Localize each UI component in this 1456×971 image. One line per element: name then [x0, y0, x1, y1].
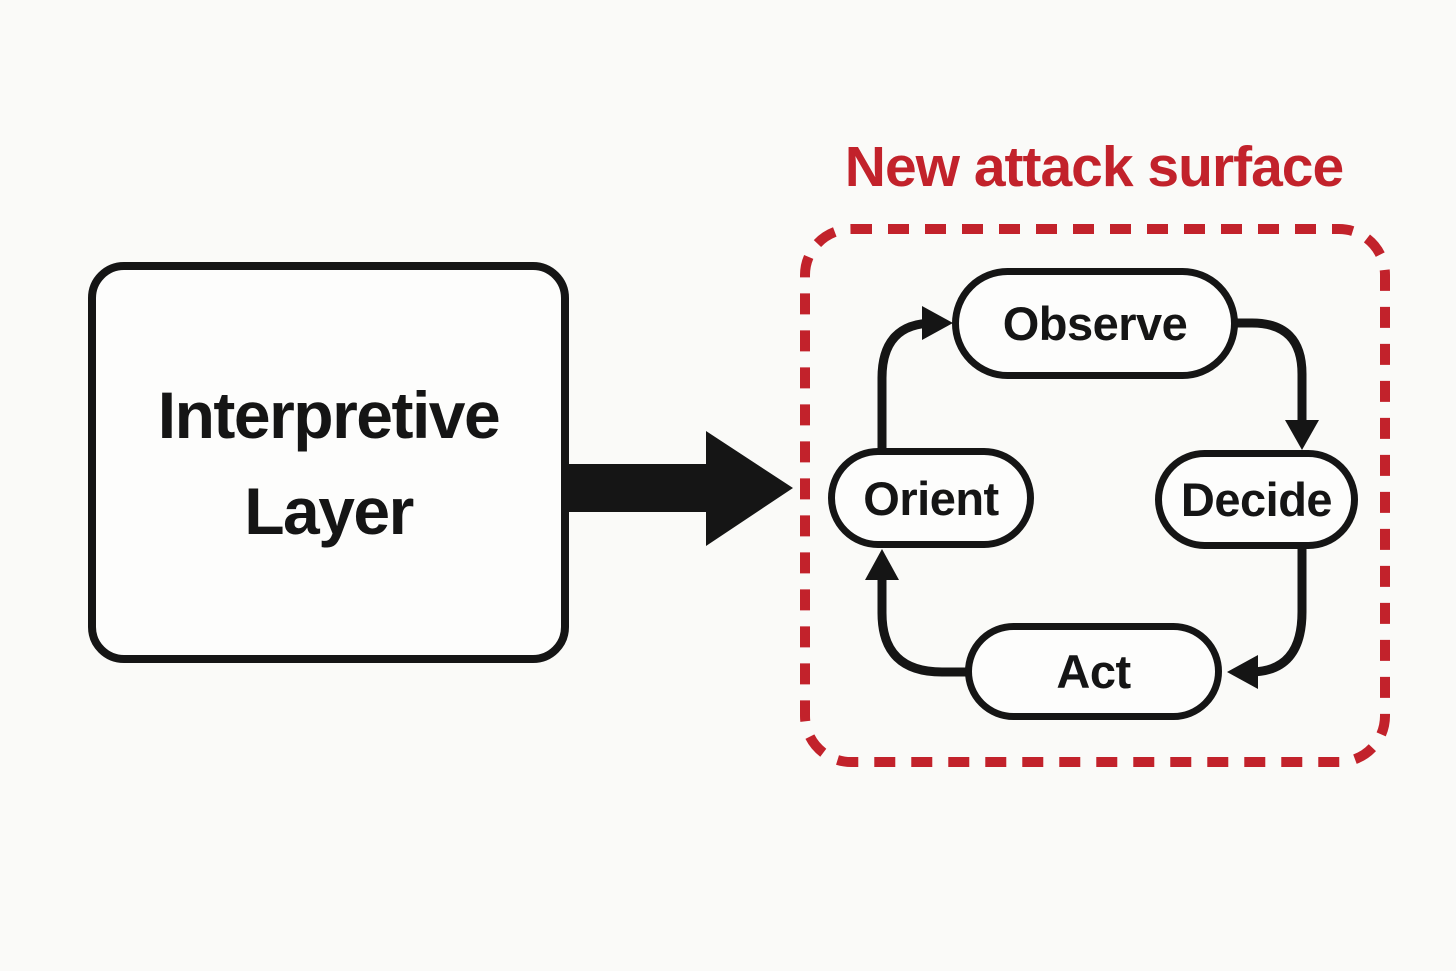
loop-node-observe-label: Observe: [1002, 297, 1188, 350]
loop-node-observe: Observe: [952, 268, 1238, 379]
edge-orient-to-observe: [877, 306, 953, 470]
loop-node-orient: Orient: [828, 448, 1034, 548]
loop-node-decide: Decide: [1155, 450, 1358, 549]
edge-observe-to-decide: [1234, 318, 1319, 450]
attack-surface-title: New attack surface: [844, 135, 1344, 199]
loop-node-act-label: Act: [1056, 645, 1131, 698]
flow-arrow-icon: [569, 431, 793, 546]
edge-act-to-orient: [865, 549, 968, 677]
loop-node-act: Act: [965, 623, 1222, 720]
interpretive-layer-label: Interpretive Layer: [157, 377, 501, 548]
loop-node-decide-label: Decide: [1180, 473, 1333, 526]
interpretive-layer-box: Interpretive Layer: [88, 262, 569, 663]
loop-node-orient-label: Orient: [863, 471, 999, 525]
attack-surface-boundary: [800, 224, 1390, 767]
edge-decide-to-act: [1227, 545, 1307, 689]
